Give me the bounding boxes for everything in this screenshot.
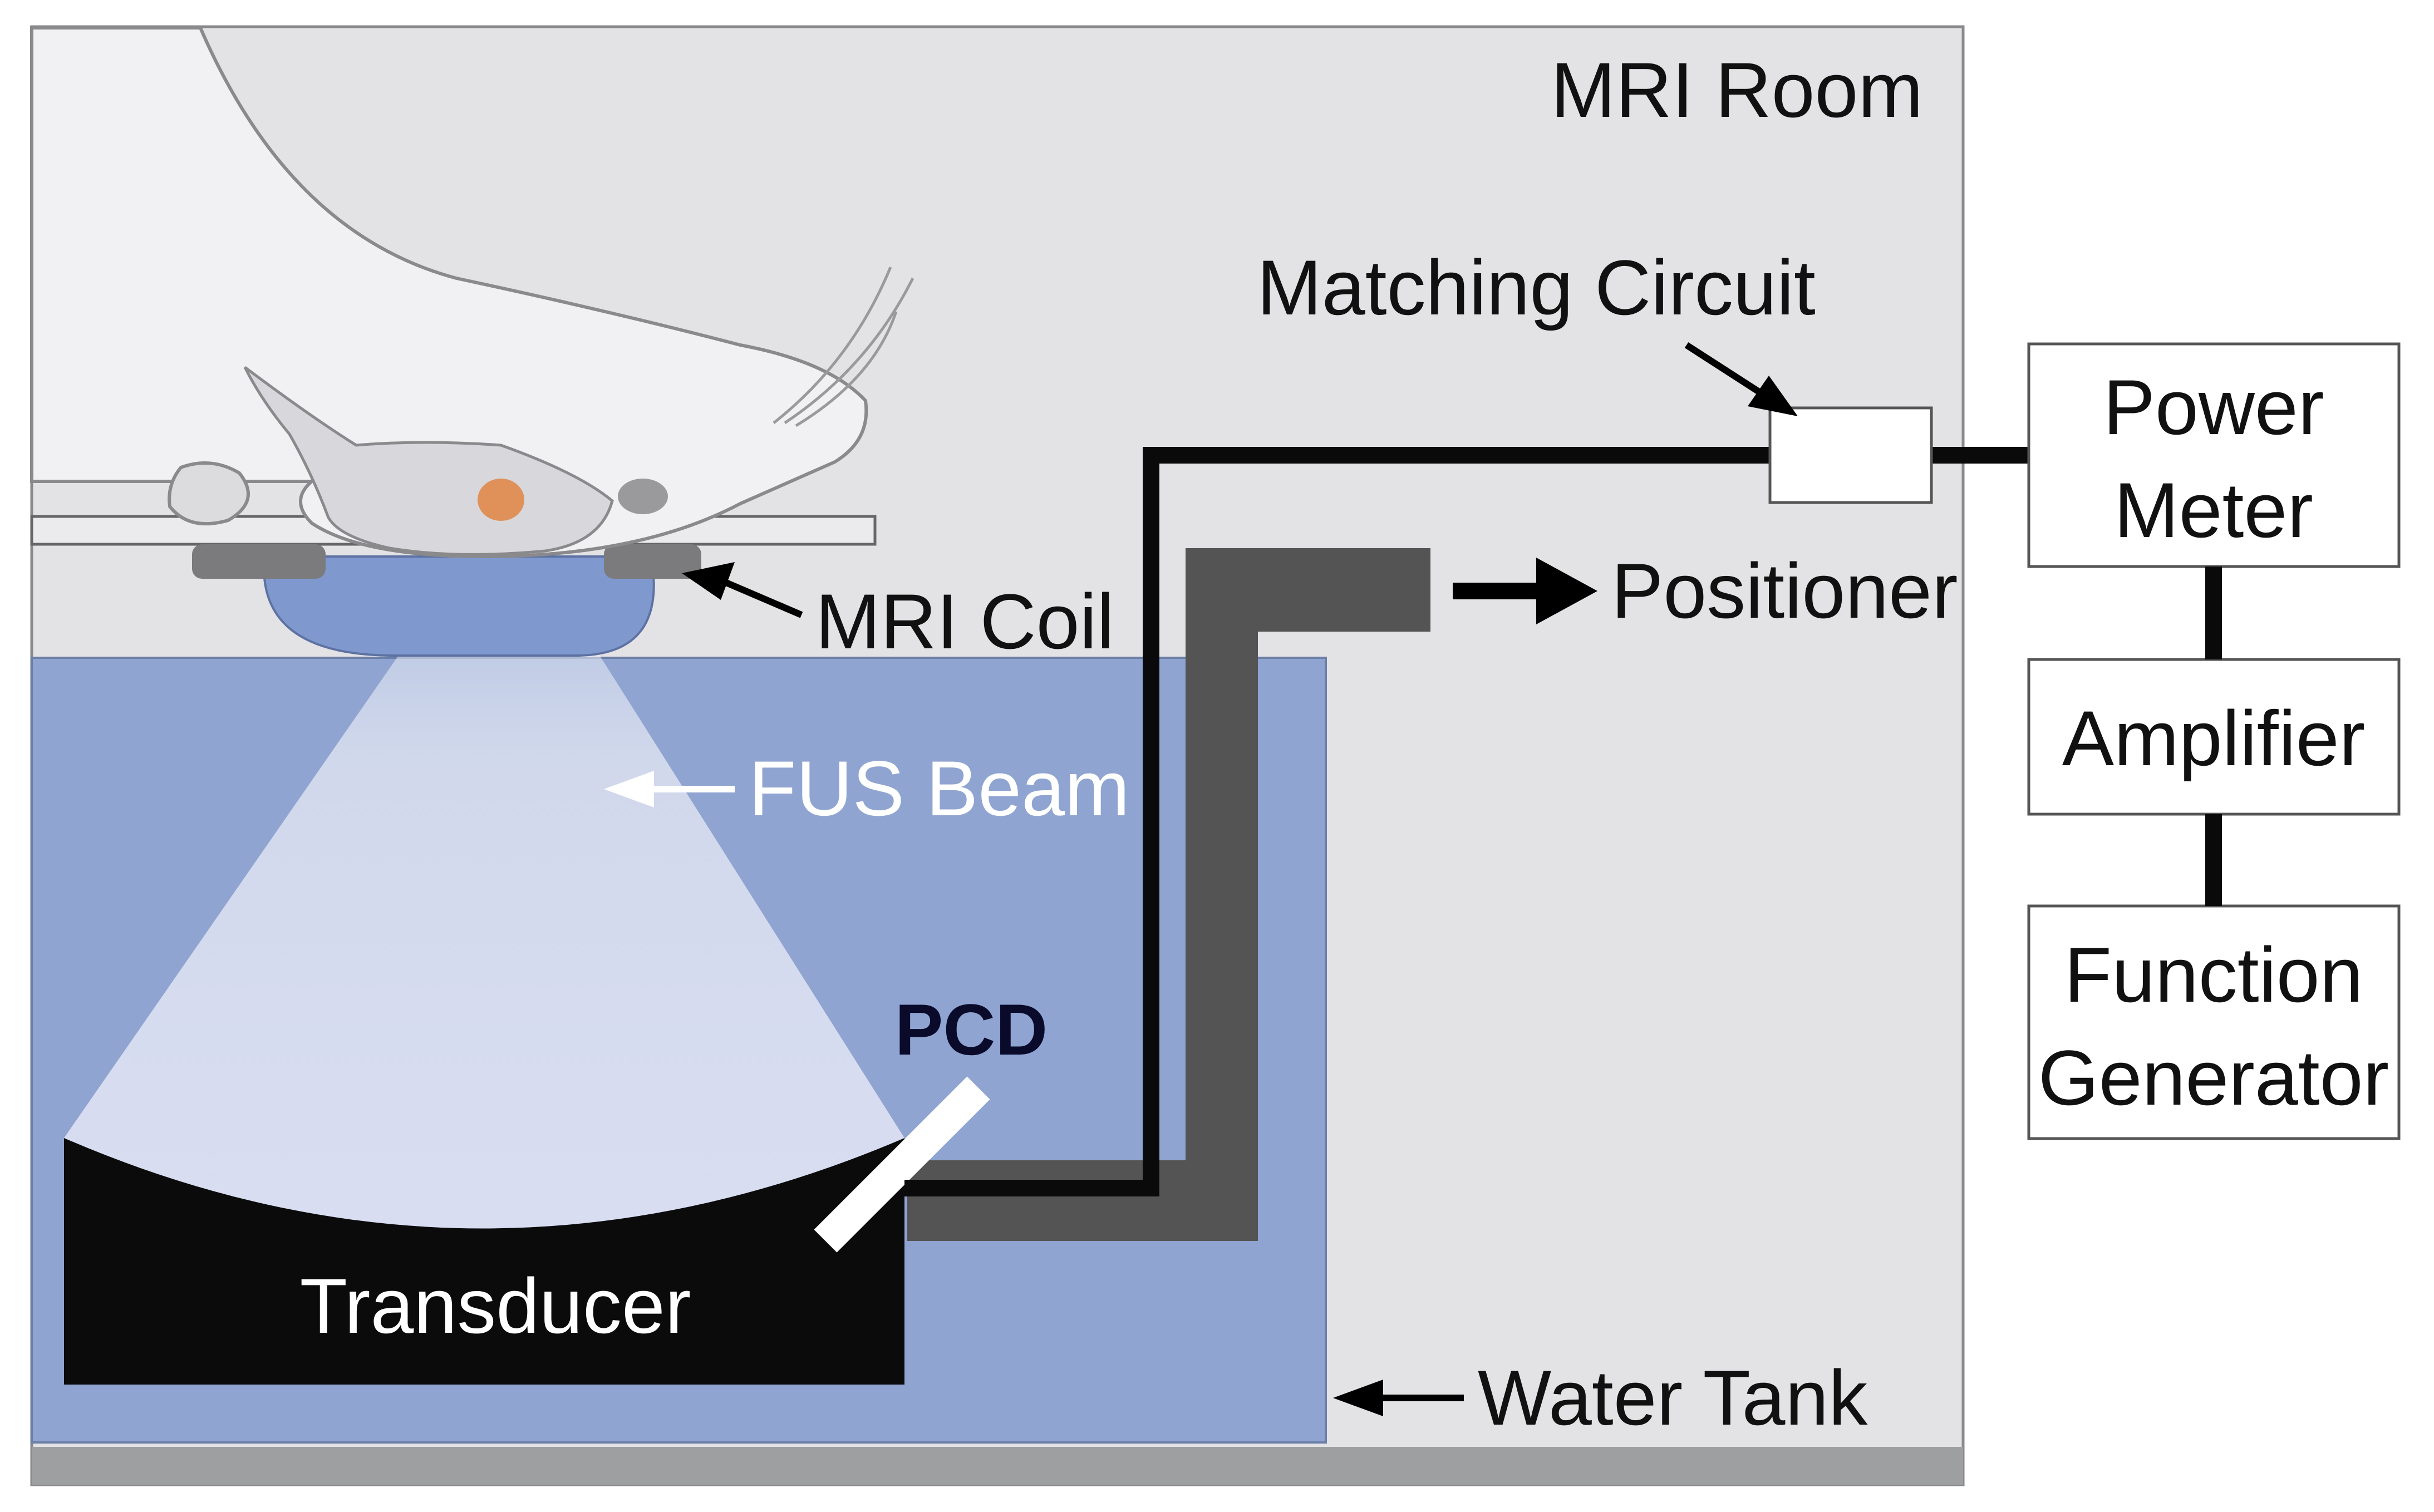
label-water-tank: Water Tank	[1478, 1354, 1868, 1441]
pcd-probe	[814, 1076, 990, 1253]
mri-coil	[263, 555, 655, 657]
arrow-matching-circuit	[1684, 342, 1798, 416]
label-amplifier: Amplifier	[2062, 695, 2366, 782]
rat-whiskers	[773, 267, 914, 427]
transducer	[64, 1138, 904, 1385]
label-function-generator-line2: Generator	[2038, 1034, 2389, 1121]
label-fus-beam: FUS Beam	[749, 745, 1130, 832]
label-pcd: PCD	[895, 989, 1048, 1070]
function-generator-box	[2027, 904, 2401, 1140]
positioner-arm	[907, 548, 1430, 1241]
label-transducer: Transducer	[300, 1262, 691, 1350]
arrow-water-tank	[1333, 1380, 1464, 1416]
target-tissue	[478, 479, 524, 521]
rat-illustration	[30, 26, 914, 559]
label-positioner: Positioner	[1611, 547, 1958, 634]
label-matching-circuit: Matching Circuit	[1257, 244, 1816, 331]
floor-strip	[32, 1447, 1963, 1485]
coil-mount-left	[192, 544, 326, 579]
arrow-fus-beam	[604, 771, 735, 807]
rat-ear	[168, 461, 250, 526]
rat-eye	[618, 479, 668, 514]
label-power-meter-line2: Meter	[2114, 466, 2313, 554]
label-mri-coil: MRI Coil	[815, 578, 1114, 665]
pcd-cable	[904, 447, 2029, 1196]
rat-body	[30, 26, 868, 559]
fus-beam	[64, 504, 904, 1229]
label-power-meter-line1: Power	[2103, 363, 2324, 451]
label-mri-room: MRI Room	[1551, 46, 1923, 134]
label-function-generator-line1: Function	[2064, 931, 2363, 1018]
arrow-positioner	[1453, 558, 1597, 624]
coil-mount-right	[604, 544, 701, 579]
matching-circuit-box	[1768, 406, 1933, 504]
arrow-mri-coil	[682, 562, 803, 618]
